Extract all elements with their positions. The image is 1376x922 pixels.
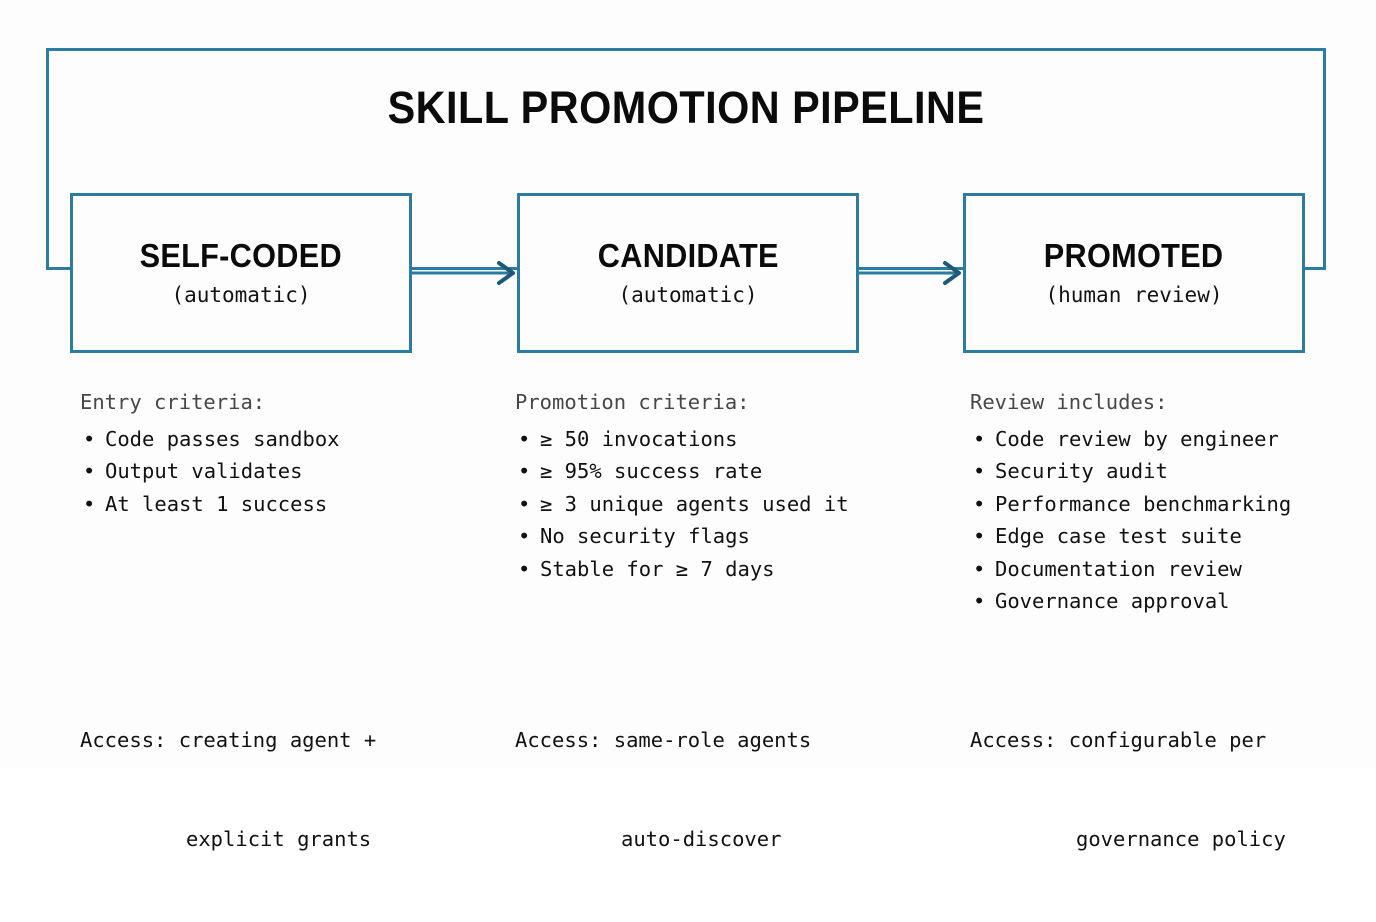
bullet-icon: • [518,491,531,516]
list-item: • Governance approval [970,585,1370,618]
bullet-icon: • [973,426,986,451]
bullet-icon: • [973,459,986,484]
stage-mode-candidate: (automatic) [618,283,758,308]
stage-box-self-coded: SELF-CODED (automatic) [70,193,412,353]
list-item: • Edge case test suite [970,520,1370,553]
stage-box-candidate: CANDIDATE (automatic) [517,193,859,353]
list-item-label: ≥ 95% success rate [540,459,763,484]
list-item: • ≥ 95% success rate [515,455,915,488]
bullet-icon: • [973,491,986,516]
bullet-icon: • [973,556,986,581]
list-item: • Stable for ≥ 7 days [515,553,915,586]
stage-mode-promoted: (human review) [1045,283,1223,308]
list-item-label: Edge case test suite [995,524,1242,549]
stage-title-promoted: PROMOTED [1044,236,1224,274]
stage-box-promoted: PROMOTED (human review) [963,193,1305,353]
list-item-label: Code review by engineer [995,426,1279,451]
access-note-promoted: Access: configurable per governance poli… [970,658,1286,922]
stage-title-self-coded: SELF-CODED [139,236,343,274]
list-item: • ≥ 3 unique agents used it [515,488,915,521]
criteria-heading-self-coded: Entry criteria: [80,390,266,414]
diagram-canvas: SKILL PROMOTION PIPELINE SELF-CODED (aut… [46,48,1370,851]
access-note-self-coded: Access: creating agent + explicit grants [80,658,376,922]
bullet-icon: • [518,459,531,484]
bullet-icon: • [83,426,96,451]
stage-mode-self-coded: (automatic) [171,283,311,308]
access-note-line-1: Access: configurable per [970,728,1267,752]
list-item: • Documentation review [970,553,1370,586]
list-item: • No security flags [515,520,915,553]
list-item: • Code review by engineer [970,423,1370,456]
arrow-icon-candidate-to-promoted [857,259,964,287]
list-item: • Security audit [970,455,1370,488]
bullet-icon: • [973,524,986,549]
criteria-list-candidate: • ≥ 50 invocations • ≥ 95% success rate • ≥… [515,423,915,586]
detail-column-self-coded: Entry criteria: • Code passes sandbox • Ou… [80,392,480,520]
list-item-label: At least 1 success [105,491,328,516]
list-item-label: Stable for ≥ 7 days [540,556,775,581]
list-item-label: Output validates [105,459,303,484]
stage-title-candidate: CANDIDATE [597,236,779,274]
bullet-icon: • [518,426,531,451]
access-note-line-1: Access: creating agent + [80,728,377,752]
bullet-icon: • [83,491,96,516]
list-item: • Output validates [80,455,480,488]
list-item-label: ≥ 50 invocations [540,426,738,451]
criteria-list-promoted: • Code review by engineer • Security audit… [970,423,1370,619]
list-item-label: Security audit [995,459,1168,484]
detail-column-promoted: Review includes: • Code review by enginee… [970,392,1370,618]
access-note-line-1: Access: same-role agents [515,728,812,752]
access-note-line-2: auto-discover [621,827,782,851]
criteria-list-self-coded: • Code passes sandbox • Output validates •… [80,423,480,521]
access-note-line-2: explicit grants [186,827,372,851]
list-item-label: Code passes sandbox [105,426,340,451]
bullet-icon: • [973,589,986,614]
access-note-candidate: Access: same-role agents auto-discover [515,658,811,922]
criteria-heading-promoted: Review includes: [970,390,1168,414]
bullet-icon: • [83,459,96,484]
arrow-icon-self-coded-to-candidate [411,259,518,287]
page-title: SKILL PROMOTION PIPELINE [387,82,985,133]
list-item-label: Governance approval [995,589,1230,614]
bullet-icon: • [518,524,531,549]
list-item-label: No security flags [540,524,750,549]
list-item-label: ≥ 3 unique agents used it [540,491,849,516]
list-item: • Code passes sandbox [80,423,480,456]
list-item: • At least 1 success [80,488,480,521]
list-item-label: Performance benchmarking [995,491,1292,516]
detail-column-candidate: Promotion criteria: • ≥ 50 invocations • ≥… [515,392,915,585]
criteria-heading-candidate: Promotion criteria: [515,390,750,414]
bullet-icon: • [518,556,531,581]
access-note-line-2: governance policy [1076,827,1286,851]
list-item-label: Documentation review [995,556,1242,581]
list-item: • Performance benchmarking [970,488,1370,521]
list-item: • ≥ 50 invocations [515,423,915,456]
